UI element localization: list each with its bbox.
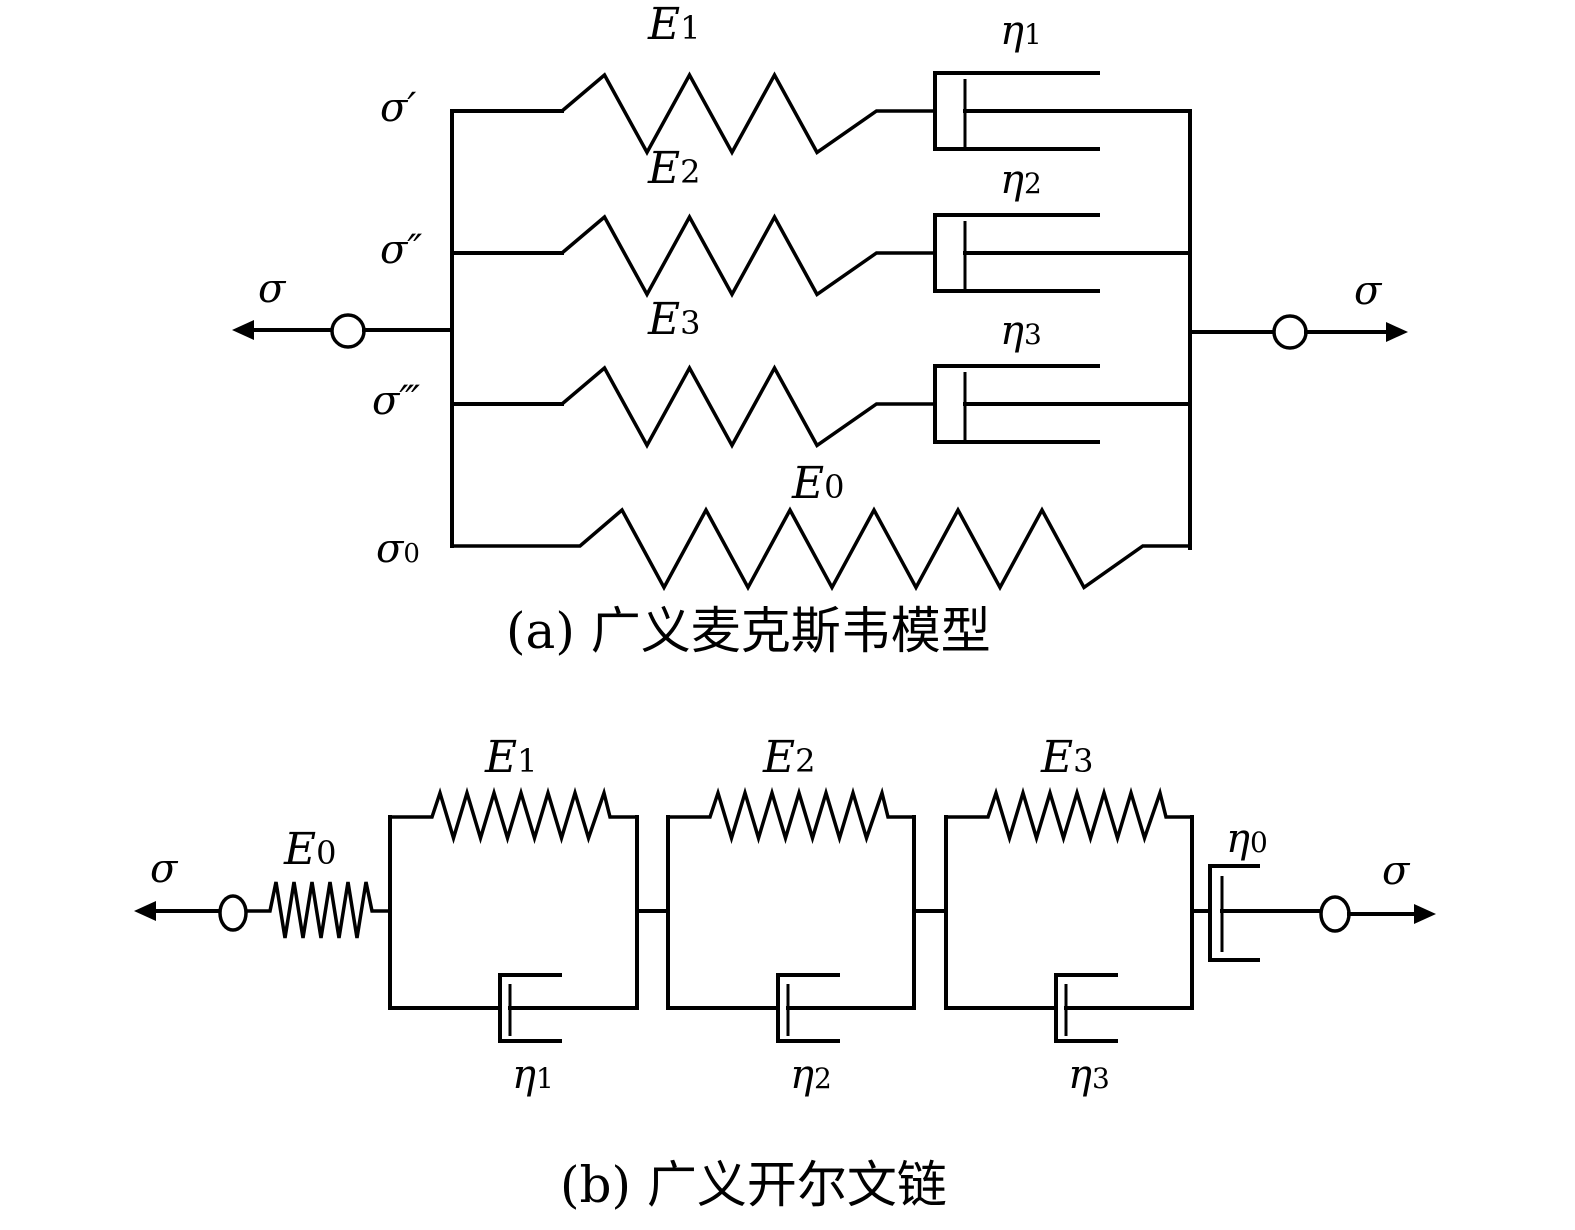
stress-subscript: 0 xyxy=(403,539,420,569)
subscript: 1 xyxy=(680,9,700,47)
subscript: 1 xyxy=(517,742,537,780)
spring-icon xyxy=(560,364,935,450)
output-node xyxy=(1272,314,1308,350)
output-node xyxy=(1319,895,1351,933)
output-stress-label: σ xyxy=(1382,848,1411,894)
panel-b-caption: (b) 广义开尔文链 xyxy=(560,1156,947,1214)
spring-icon xyxy=(946,786,1192,845)
damper-label: η1 xyxy=(1000,8,1042,54)
damper-label-eta0: η0 xyxy=(1226,816,1268,862)
spring-e0 xyxy=(246,881,390,939)
spring-label: E3 xyxy=(647,294,700,345)
branch-stress-label: σ′ xyxy=(380,85,416,131)
spring-label: E2 xyxy=(762,732,815,783)
subscript: 2 xyxy=(795,742,815,780)
arrow-left-icon xyxy=(232,320,254,340)
spring-label: E1 xyxy=(484,732,537,783)
input-node xyxy=(218,894,248,932)
spring-icon xyxy=(560,213,935,299)
panel-a-output-terminal: σ xyxy=(1188,268,1408,350)
damper-label: η3 xyxy=(1000,308,1042,354)
damper-cylinder xyxy=(933,71,1100,151)
equilibrium-branch: σ0 E0 xyxy=(376,458,1190,592)
symbol: E xyxy=(1040,732,1073,783)
spring-subscript: 0 xyxy=(316,834,336,872)
panel-a-input-terminal: σ xyxy=(232,266,454,349)
input-stress-label: σ xyxy=(258,266,287,312)
subscript: 2 xyxy=(1024,167,1042,200)
branch-stress-label: σ‴ xyxy=(372,378,420,424)
subscript: 2 xyxy=(680,153,700,191)
damper-subscript: 0 xyxy=(1250,826,1268,859)
symbol: E xyxy=(647,0,680,50)
arrow-left-icon xyxy=(134,901,156,921)
symbol: E xyxy=(647,294,680,345)
stress-label-sigma0: σ0 xyxy=(376,526,420,572)
branch-stress-label: σ″ xyxy=(380,227,422,273)
damper-symbol: η xyxy=(1226,816,1250,862)
spring-label-e0: E0 xyxy=(283,824,336,875)
input-stress-label: σ xyxy=(150,846,179,892)
symbol: η xyxy=(790,1052,814,1098)
damper-label: η2 xyxy=(1000,157,1042,203)
subscript: 1 xyxy=(1024,18,1042,51)
damper-cylinder xyxy=(933,213,1100,293)
damper-cylinder xyxy=(498,973,562,1043)
damper-label: η3 xyxy=(1068,1052,1110,1098)
damper-cylinder xyxy=(933,364,1100,444)
spring-icon xyxy=(560,71,935,157)
symbol: η xyxy=(1000,308,1024,354)
spring-e0 xyxy=(452,506,1190,592)
damper-label: η1 xyxy=(512,1052,554,1098)
damper-cylinder xyxy=(1208,864,1260,962)
symbol: η xyxy=(512,1052,536,1098)
input-node xyxy=(330,313,366,349)
symbol: η xyxy=(1068,1052,1092,1098)
symbol: E xyxy=(484,732,517,783)
stress-symbol: σ xyxy=(376,526,405,572)
subscript: 2 xyxy=(814,1062,832,1095)
damper-cylinder xyxy=(776,973,840,1043)
panel-b-output-terminal: σ xyxy=(1319,848,1436,933)
series-damper-eta0: η0 xyxy=(1190,816,1322,962)
symbol: η xyxy=(1000,8,1024,54)
panel-a-caption: (a) 广义麦克斯韦模型 xyxy=(506,602,991,660)
output-stress-label: σ xyxy=(1354,268,1383,314)
arrow-right-icon xyxy=(1386,322,1408,342)
spring-label: E3 xyxy=(1040,732,1093,783)
spring-label: E1 xyxy=(647,0,700,50)
series-spring-e0: E0 xyxy=(246,824,390,939)
subscript: 3 xyxy=(1092,1062,1110,1095)
spring-icon xyxy=(668,786,914,845)
damper-label: η2 xyxy=(790,1052,832,1098)
spring-label-e0: E0 xyxy=(791,458,844,509)
subscript: 3 xyxy=(680,304,700,342)
spring-label: E2 xyxy=(647,143,700,194)
arrow-right-icon xyxy=(1414,904,1436,924)
spring-icon xyxy=(390,786,637,845)
panel-b-input-terminal: σ xyxy=(134,846,248,932)
symbol: η xyxy=(1000,157,1024,203)
spring-subscript: 0 xyxy=(824,468,844,506)
subscript: 3 xyxy=(1024,318,1042,351)
spring-symbol: E xyxy=(791,458,824,509)
spring-symbol: E xyxy=(283,824,316,875)
symbol: E xyxy=(647,143,680,194)
symbol: E xyxy=(762,732,795,783)
damper-cylinder xyxy=(1054,973,1118,1043)
subscript: 3 xyxy=(1073,742,1093,780)
subscript: 1 xyxy=(536,1062,554,1095)
